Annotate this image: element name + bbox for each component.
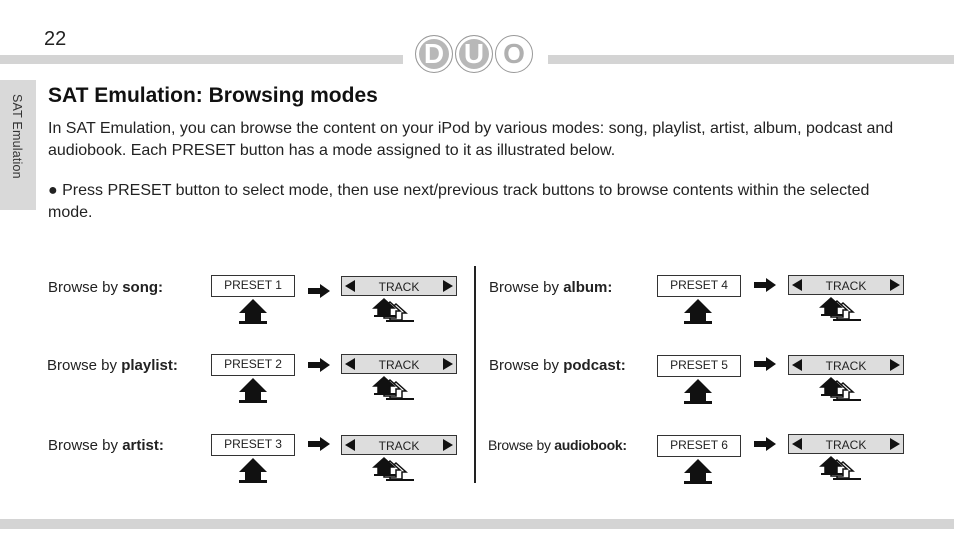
track-button[interactable]: TRACK (788, 434, 904, 454)
intro-paragraph: In SAT Emulation, you can browse the con… (48, 120, 894, 159)
track-label: TRACK (378, 280, 420, 294)
preset-4-button[interactable]: PRESET 4 (657, 275, 741, 297)
right-arrow-icon (308, 437, 330, 451)
track-label: TRACK (825, 279, 867, 293)
next-triangle-icon[interactable] (890, 438, 900, 450)
finger-press-icon (239, 378, 267, 403)
page-number: 22 (44, 28, 67, 50)
previous-triangle-icon[interactable] (345, 358, 355, 370)
next-triangle-icon[interactable] (890, 279, 900, 291)
footer-rule (0, 519, 954, 529)
next-triangle-icon[interactable] (443, 280, 453, 292)
track-button[interactable]: TRACK (788, 275, 904, 295)
browse-mode: album: (563, 279, 613, 296)
header-rule-left (0, 55, 403, 64)
browse-label-song: Browse by song: (48, 279, 163, 296)
preset-6-button[interactable]: PRESET 6 (657, 435, 741, 457)
previous-triangle-icon[interactable] (792, 359, 802, 371)
browse-label-playlist: Browse by playlist: (47, 357, 178, 374)
next-triangle-icon[interactable] (890, 359, 900, 371)
track-label: TRACK (825, 438, 867, 452)
logo-letter-d: D (415, 35, 453, 73)
browse-prefix: Browse by (47, 357, 122, 374)
previous-triangle-icon[interactable] (345, 439, 355, 451)
preset-3-button[interactable]: PRESET 3 (211, 434, 295, 456)
browse-prefix: Browse by (488, 437, 555, 453)
track-button[interactable]: TRACK (341, 276, 457, 296)
track-label: TRACK (378, 358, 420, 372)
multi-finger-press-icon (819, 376, 861, 401)
track-button[interactable]: TRACK (788, 355, 904, 375)
browse-mode: playlist: (121, 357, 178, 374)
logo-letter-o: O (495, 35, 533, 73)
multi-finger-press-icon (819, 296, 861, 321)
browse-prefix: Browse by (489, 357, 564, 374)
track-button[interactable]: TRACK (341, 435, 457, 455)
browse-mode: song: (122, 279, 164, 296)
section-title: SAT Emulation: Browsing modes (48, 84, 378, 107)
track-label: TRACK (378, 439, 420, 453)
multi-finger-press-icon (819, 455, 861, 480)
column-divider (474, 266, 476, 483)
preset-5-button[interactable]: PRESET 5 (657, 355, 741, 377)
previous-triangle-icon[interactable] (792, 438, 802, 450)
browse-prefix: Browse by (48, 279, 123, 296)
preset-2-button[interactable]: PRESET 2 (211, 354, 295, 376)
track-button[interactable]: TRACK (341, 354, 457, 374)
right-arrow-icon (308, 358, 330, 372)
browse-prefix: Browse by (489, 279, 564, 296)
multi-finger-press-icon (372, 297, 414, 322)
finger-press-icon (239, 458, 267, 483)
logo-letter-u: U (455, 35, 493, 73)
right-arrow-icon (754, 357, 776, 371)
browse-label-album: Browse by album: (489, 279, 612, 296)
side-tab-label: SAT Emulation (10, 94, 24, 179)
multi-finger-press-icon (372, 375, 414, 400)
duo-logo: D U O (415, 35, 533, 75)
right-arrow-icon (754, 278, 776, 292)
header-rule-right (548, 55, 954, 64)
finger-press-icon (684, 459, 712, 484)
previous-triangle-icon[interactable] (792, 279, 802, 291)
bullet-instruction: ● Press PRESET button to select mode, th… (48, 182, 870, 221)
previous-triangle-icon[interactable] (345, 280, 355, 292)
track-label: TRACK (825, 359, 867, 373)
browse-label-audiobook: Browse by audiobook: (488, 437, 627, 453)
right-arrow-icon (754, 437, 776, 451)
finger-press-icon (239, 299, 267, 324)
browse-prefix: Browse by (48, 437, 123, 454)
right-arrow-icon (308, 284, 330, 298)
browse-label-artist: Browse by artist: (48, 437, 164, 454)
browse-mode: podcast: (563, 357, 626, 374)
finger-press-icon (684, 299, 712, 324)
browse-label-podcast: Browse by podcast: (489, 357, 626, 374)
finger-press-icon (684, 379, 712, 404)
browse-mode: audiobook: (554, 437, 627, 453)
side-tab: SAT Emulation (0, 80, 36, 210)
preset-1-button[interactable]: PRESET 1 (211, 275, 295, 297)
browse-mode: artist: (122, 437, 164, 454)
multi-finger-press-icon (372, 456, 414, 481)
next-triangle-icon[interactable] (443, 358, 453, 370)
next-triangle-icon[interactable] (443, 439, 453, 451)
